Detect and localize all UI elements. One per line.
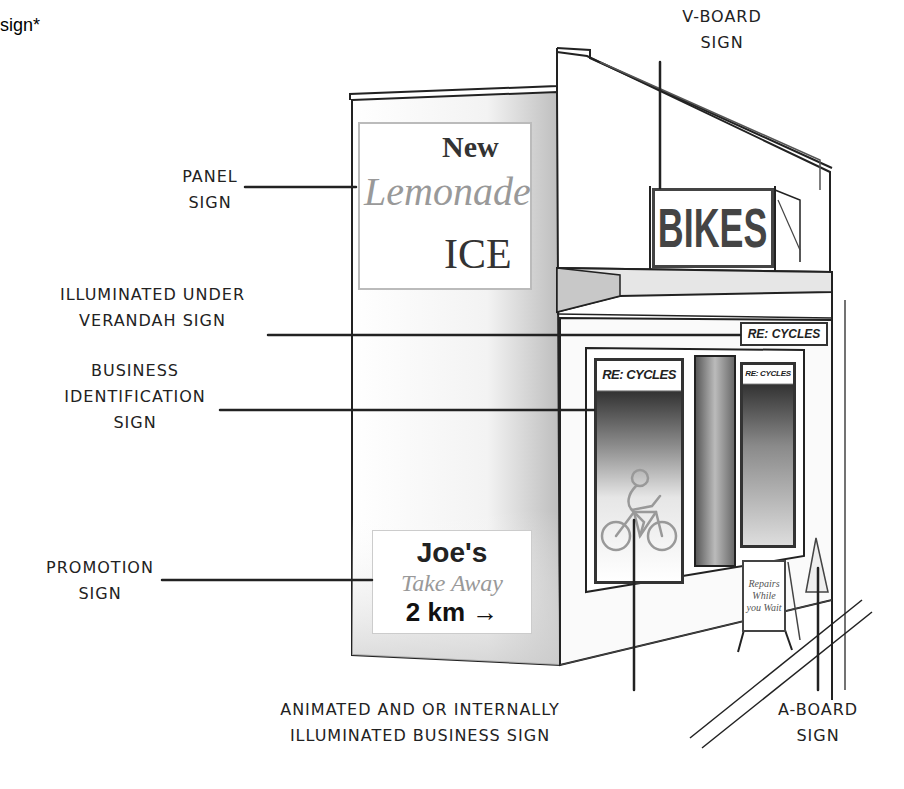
kerb-line xyxy=(560,600,832,665)
verandah-shade xyxy=(557,268,620,312)
bicycle-frame xyxy=(634,512,656,536)
sign-heading: ICE xyxy=(444,230,512,278)
bicycle-wheel xyxy=(648,522,676,550)
callout-label: ANIMATED AND OR INTERNALLY ILLUMINATED B… xyxy=(220,697,620,749)
rider-leg xyxy=(632,510,644,536)
callout-label: PANEL SIGN xyxy=(160,164,260,216)
verandah-post xyxy=(831,292,833,700)
leader-line xyxy=(268,334,740,337)
wall-shadow xyxy=(352,510,560,665)
business-name: RE: CYCLES xyxy=(745,369,790,378)
v-board-sign: BIKES xyxy=(652,188,774,268)
sign-heading: BIKES xyxy=(658,198,768,258)
v-board-post xyxy=(774,186,776,272)
sign-script: Take Away xyxy=(401,569,503,597)
pavement-line xyxy=(702,612,872,748)
business-name: RE: CYCLES xyxy=(748,327,821,341)
under-verandah-sign: RE: CYCLES xyxy=(740,322,828,346)
v-board-post xyxy=(649,186,651,270)
sign-heading: New xyxy=(442,130,499,164)
callout-label: ILLUMINATED UNDER VERANDAH SIGN xyxy=(30,282,275,334)
shop-door xyxy=(695,356,735,566)
panel-sign: NewLemonadeICE xyxy=(358,122,532,290)
callout-label: V-BOARD SIGN xyxy=(662,4,782,56)
upper-facade xyxy=(557,52,830,272)
distance-text: 2 km → xyxy=(406,597,499,627)
leader-line xyxy=(817,568,820,690)
a-board-leg xyxy=(738,630,744,652)
leader-line xyxy=(633,520,636,690)
callout-label: A-BOARD SIGN xyxy=(768,697,868,749)
shop-window: RE: CYCLES xyxy=(594,358,684,584)
shop-front xyxy=(560,318,832,665)
leader-line xyxy=(659,62,662,188)
leader-line xyxy=(162,579,372,582)
sign-heading: Joe's xyxy=(417,537,487,569)
sign-script: Lemonade xyxy=(364,168,531,215)
footnote-text: sign* xyxy=(0,14,40,36)
parapet-line xyxy=(557,48,832,168)
leader-line xyxy=(245,186,356,189)
business-name: RE: CYCLES xyxy=(602,367,676,382)
v-board-brace xyxy=(778,200,800,250)
wall-coping xyxy=(350,48,557,100)
bicycle-graphic xyxy=(602,470,676,550)
callout-label: PROMOTION SIGN xyxy=(35,555,165,607)
leader-lines xyxy=(162,62,818,690)
promotion-sign: Joe'sTake Away2 km → xyxy=(372,530,532,634)
sign-script: Repairs While you Wait xyxy=(745,578,783,614)
rider-head xyxy=(632,470,648,486)
shop-window: RE: CYCLES xyxy=(740,362,796,548)
verandah-fascia xyxy=(557,268,832,312)
v-board-back xyxy=(775,190,800,262)
bicycle-frame xyxy=(616,512,662,536)
side-wall xyxy=(352,92,560,665)
a-board-back xyxy=(788,562,800,640)
shopfront-frame xyxy=(586,348,804,592)
roof-line xyxy=(600,62,820,190)
street-cone xyxy=(806,538,828,592)
verandah-post xyxy=(844,300,846,690)
a-board-leg xyxy=(785,630,792,650)
leader-line xyxy=(220,409,594,412)
bicycle-wheel xyxy=(602,522,630,550)
rider-body xyxy=(629,486,660,510)
a-board-sign: Repairs While you Wait xyxy=(742,560,786,632)
callout-label: BUSINESS IDENTIFICATION SIGN xyxy=(40,358,230,436)
